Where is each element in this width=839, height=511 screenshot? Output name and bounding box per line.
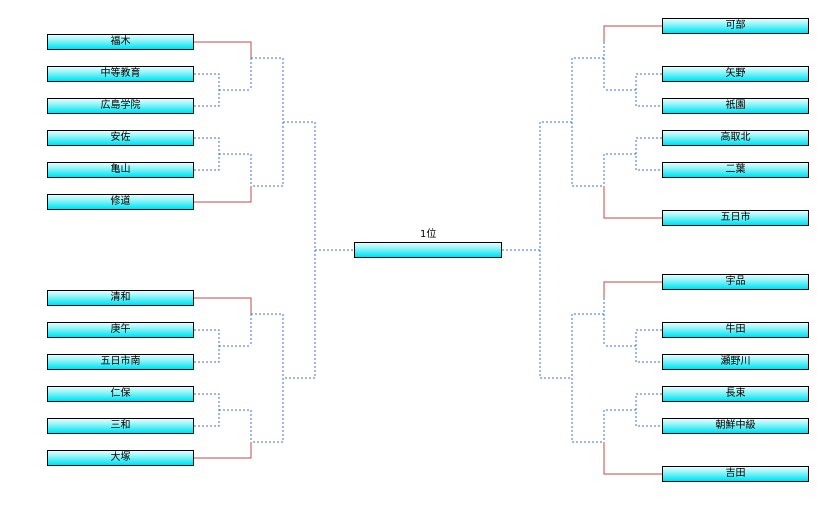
team-right-2-4[interactable]: 長束 (662, 386, 809, 402)
team-right-2-2[interactable]: 牛田 (662, 322, 809, 338)
final-label: 1位 (420, 229, 437, 240)
team-left-1-6[interactable]: 修道 (47, 194, 194, 210)
team-right-2-1[interactable]: 宇品 (662, 274, 809, 290)
final-winner-box (354, 242, 502, 258)
team-left-2-1[interactable]: 清和 (47, 290, 194, 306)
bye-line-ujina (603, 281, 662, 298)
bye-line-otsuka (194, 442, 252, 459)
bye-line-shudo (194, 186, 252, 203)
bye-line-yoshida (603, 442, 662, 475)
team-left-2-3[interactable]: 五日市南 (47, 354, 194, 370)
team-left-1-5[interactable]: 亀山 (47, 162, 194, 178)
team-left-1-1[interactable]: 福木 (47, 34, 194, 50)
team-right-1-5[interactable]: 二葉 (662, 162, 809, 178)
team-right-1-4[interactable]: 高取北 (662, 130, 809, 146)
team-right-2-6[interactable]: 吉田 (662, 466, 809, 482)
team-left-2-2[interactable]: 庚午 (47, 322, 194, 338)
team-left-2-4[interactable]: 仁保 (47, 386, 194, 402)
bye-line-itsukaichi (603, 186, 662, 219)
bye-line-fukuki (194, 41, 252, 58)
team-left-2-5[interactable]: 三和 (47, 418, 194, 434)
team-right-1-1[interactable]: 可部 (662, 18, 809, 34)
team-right-1-3[interactable]: 祇園 (662, 98, 809, 114)
team-right-1-6[interactable]: 五日市 (662, 210, 809, 226)
team-right-1-2[interactable]: 矢野 (662, 66, 809, 82)
team-left-2-6[interactable]: 大塚 (47, 450, 194, 466)
team-left-1-2[interactable]: 中等教育 (47, 66, 194, 82)
team-right-2-3[interactable]: 瀬野川 (662, 354, 809, 370)
team-right-2-5[interactable]: 朝鮮中級 (662, 418, 809, 434)
team-left-1-3[interactable]: 広島学院 (47, 98, 194, 114)
team-left-1-4[interactable]: 安佐 (47, 130, 194, 146)
bye-line-seiwa (194, 297, 252, 314)
bye-line-kabe (603, 25, 662, 42)
